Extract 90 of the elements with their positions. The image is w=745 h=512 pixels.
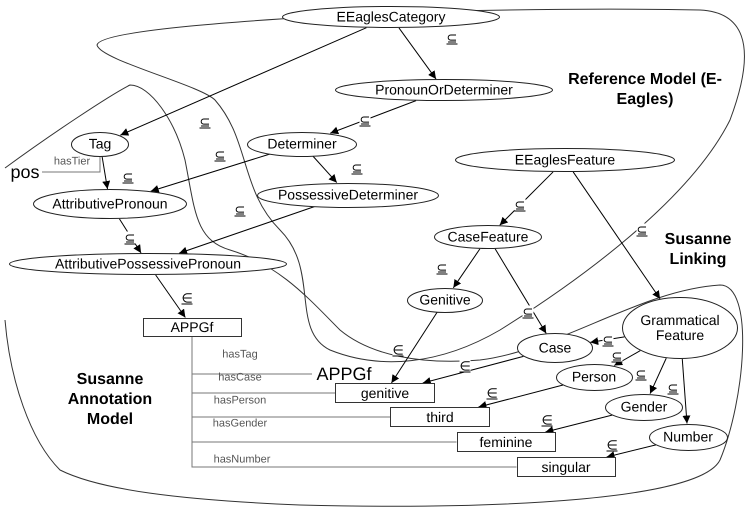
arrow <box>478 384 564 409</box>
value-text: pos <box>8 162 42 182</box>
edge-label: ⊆ <box>636 224 648 236</box>
edge-label: hasCase <box>218 372 262 384</box>
arrow <box>155 274 186 318</box>
arrow <box>452 248 480 288</box>
class-name: AttributivePronoun <box>51 196 169 212</box>
class-ellipse <box>455 148 675 172</box>
instance-box: genitive <box>335 383 435 403</box>
instance-box: feminine <box>456 432 556 452</box>
arrow <box>544 414 614 434</box>
edge-label: ∈ <box>606 438 618 452</box>
arrow <box>330 100 417 134</box>
class-ellipse <box>257 182 439 208</box>
class-name: PossessiveDeterminer <box>276 188 420 202</box>
class-ellipse <box>407 288 483 312</box>
class-ellipse <box>605 394 683 420</box>
arrow <box>390 312 438 384</box>
arrow <box>494 248 547 334</box>
arrow <box>398 27 437 80</box>
region-title: Susanne Annotation Model <box>66 370 154 430</box>
region-title: Reference Model (E-Eagles) <box>567 70 723 110</box>
arrow <box>572 171 661 300</box>
class-name: Case <box>538 340 572 356</box>
edge-label: ∈ <box>182 292 192 304</box>
instance-box: APPGf <box>142 318 242 336</box>
arrow <box>178 206 315 254</box>
class-ellipse <box>517 333 593 363</box>
edge-label: ⊆ <box>602 334 614 346</box>
arrow <box>590 336 625 346</box>
class-ellipse <box>33 189 187 219</box>
instance-box: singular <box>516 457 616 477</box>
edge-label: ⊆ <box>360 114 370 126</box>
edge-label: ⊆ <box>352 162 362 174</box>
arrow <box>614 350 641 366</box>
class-name: EEaglesFeature <box>514 152 616 168</box>
edge-label: ∈ <box>542 414 552 426</box>
edge-label: ⊆ <box>122 170 134 184</box>
instance-box: third <box>390 407 490 427</box>
edge-label: ⊆ <box>636 368 646 380</box>
edge-label: hasTier <box>54 156 90 168</box>
edge-label: ⊆ <box>214 148 226 162</box>
class-name: Grammatical Feature <box>639 313 721 343</box>
edge-label: ⊆ <box>668 382 678 394</box>
class-name: Genitive <box>418 292 472 308</box>
class-ellipse <box>434 225 542 249</box>
connector-line <box>42 156 100 172</box>
edge-label: ⊆ <box>234 204 246 216</box>
arrow <box>606 444 656 459</box>
class-name: EEaglesCategory <box>336 10 446 24</box>
edge-label: hasTag <box>222 348 258 362</box>
arrow <box>499 171 554 226</box>
arrow <box>422 356 524 385</box>
arrow <box>120 27 367 136</box>
edge-label: ∈ <box>392 344 404 356</box>
edge-label: ∈ <box>486 386 498 400</box>
class-ellipse <box>9 253 287 275</box>
arrow <box>102 156 110 190</box>
edge-label: ⊆ <box>514 198 526 212</box>
class-name: AttributivePossessivePronoun <box>54 256 242 272</box>
class-name: PronounOrDeterminer <box>374 82 514 98</box>
arrow <box>150 154 270 193</box>
class-ellipse <box>282 6 500 28</box>
value-text: APPGf <box>312 363 376 385</box>
class-ellipse <box>648 424 728 450</box>
region-title: Susanne Linking <box>664 230 732 270</box>
class-ellipse <box>556 364 632 390</box>
class-name: Number <box>662 430 714 444</box>
edge-label: hasGender <box>212 418 268 430</box>
edge-label: hasPerson <box>214 394 266 408</box>
edge-label: ⊆ <box>200 116 210 128</box>
edge-label: hasNumber <box>214 454 270 466</box>
arrow <box>682 358 690 424</box>
edge-label: ⊆ <box>446 32 458 44</box>
class-ellipse <box>71 132 129 156</box>
class-ellipse <box>247 132 357 156</box>
edge-label: ⊆ <box>612 350 622 362</box>
class-name: Tag <box>88 136 112 152</box>
edge-label: ⊆ <box>436 262 448 274</box>
arrow <box>650 358 667 394</box>
arrow <box>312 156 338 184</box>
edge-label: ∈ <box>460 360 470 372</box>
class-ellipse <box>622 297 738 359</box>
class-name: Determiner <box>266 136 338 152</box>
class-name: Gender <box>620 400 668 414</box>
edge-label: ⊆ <box>124 232 136 244</box>
edge-label: ⊆ <box>522 306 534 318</box>
class-name: CaseFeature <box>446 230 530 244</box>
class-ellipse <box>335 79 553 101</box>
class-name: Person <box>570 370 618 384</box>
